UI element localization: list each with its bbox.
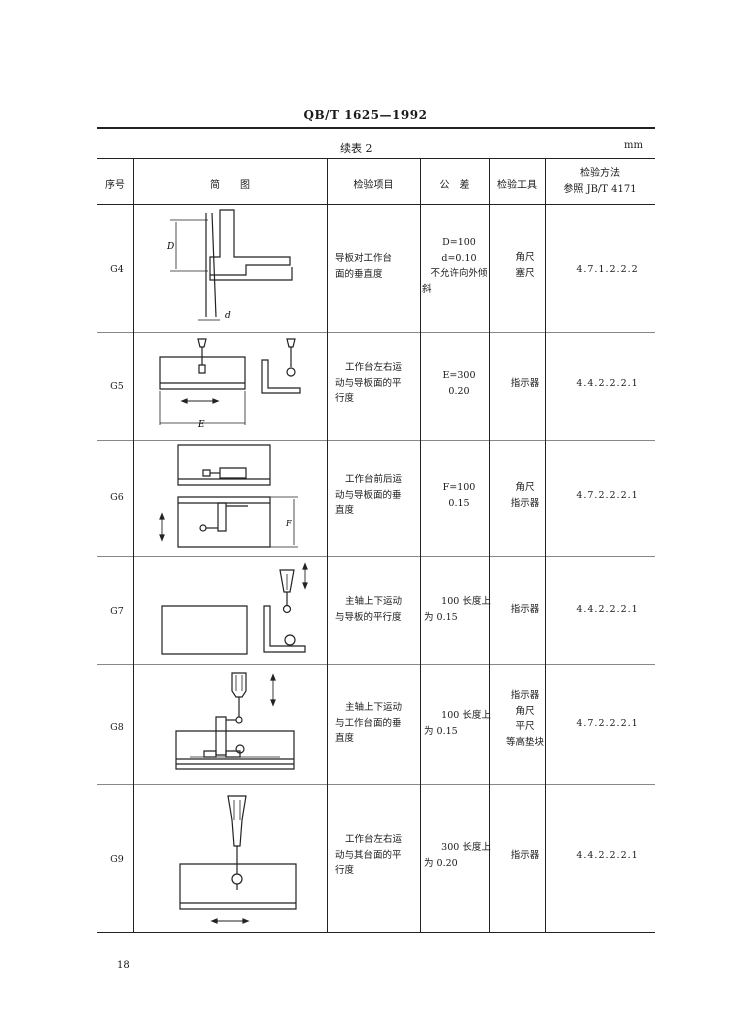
tolerance: 100 长度上 为 0.15 [424, 596, 491, 623]
check-item: 工作台左右运 动与其台面的平 行度 [335, 834, 403, 877]
check-item: 主轴上下运动 与工作台面的垂 直度 [335, 702, 403, 745]
inspection-method: 4.4.2.2.2.1 [576, 604, 639, 615]
check-item: 导板对工作台 面的垂直度 [335, 253, 393, 280]
inspection-method: 4.7.2.2.2.1 [576, 490, 639, 501]
inspection-method: 4.7.1.2.2.2 [576, 264, 639, 275]
g4-label-d-upper: D [166, 242, 174, 252]
tolerance: F=100 0.15 [442, 482, 476, 509]
tolerance: E=300 0.20 [442, 370, 476, 397]
g6-label-f: F [285, 519, 292, 528]
unit-label: mm [624, 140, 643, 151]
col-header-method: 检验方法 参照 JB/T 4171 [545, 166, 655, 198]
inspection-tool: 指示器 [510, 378, 540, 389]
check-item: 工作台左右运 动与导板面的平 行度 [335, 362, 403, 405]
row-number: G9 [110, 854, 124, 865]
diagram-g9 [150, 790, 320, 930]
col-header-tool: 检验工具 [497, 180, 537, 191]
col-header-no: 序号 [105, 180, 125, 191]
col-header-item: 检验项目 [353, 180, 394, 191]
row-number: G4 [110, 264, 124, 275]
tolerance: 300 长度上 为 0.20 [424, 842, 491, 869]
standard-number: QB/T 1625—1992 [303, 108, 428, 122]
check-item: 主轴上下运动 与导板的平行度 [335, 596, 403, 623]
row-number: G7 [110, 606, 124, 617]
inspection-method: 4.7.2.2.2.1 [576, 718, 639, 729]
row-number: G5 [110, 381, 124, 392]
inspection-tool: 角尺 塞尺 [515, 252, 535, 279]
row-number: G8 [110, 722, 124, 733]
g5-label-e: E [197, 420, 205, 430]
inspection-tool: 指示器 [510, 850, 540, 861]
page-number: 18 [117, 960, 130, 971]
diagram-g4: D d [166, 205, 320, 321]
tolerance: 100 长度上 为 0.15 [424, 710, 491, 737]
row-number: G6 [110, 492, 124, 503]
diagram-g6: F [150, 442, 320, 554]
diagram-g7 [150, 560, 320, 662]
inspection-method: 4.4.2.2.2.1 [576, 850, 639, 861]
col-header-method-line1: 检验方法 [580, 168, 620, 179]
diagram-g5: E [150, 335, 320, 430]
inspection-tool: 角尺 指示器 [510, 482, 540, 509]
col-header-tolerance: 公 差 [439, 180, 470, 191]
col-header-method-line2: 参照 JB/T 4171 [563, 184, 637, 195]
header-rule [97, 127, 655, 129]
g4-label-d-lower: d [225, 311, 231, 321]
diagram-g8 [150, 667, 320, 782]
inspection-method: 4.4.2.2.2.1 [576, 378, 639, 389]
col-header-diagram: 简 图 [210, 180, 250, 191]
tolerance: D=100 d=0.10 不允许向外倾 斜 [422, 237, 488, 296]
check-item: 工作台前后运 动与导板面的垂 直度 [335, 474, 403, 517]
inspection-tool: 指示器 角尺 平尺 等高垫块 [505, 690, 544, 749]
table-caption: 续表 2 [340, 142, 373, 155]
inspection-tool: 指示器 [510, 604, 540, 615]
